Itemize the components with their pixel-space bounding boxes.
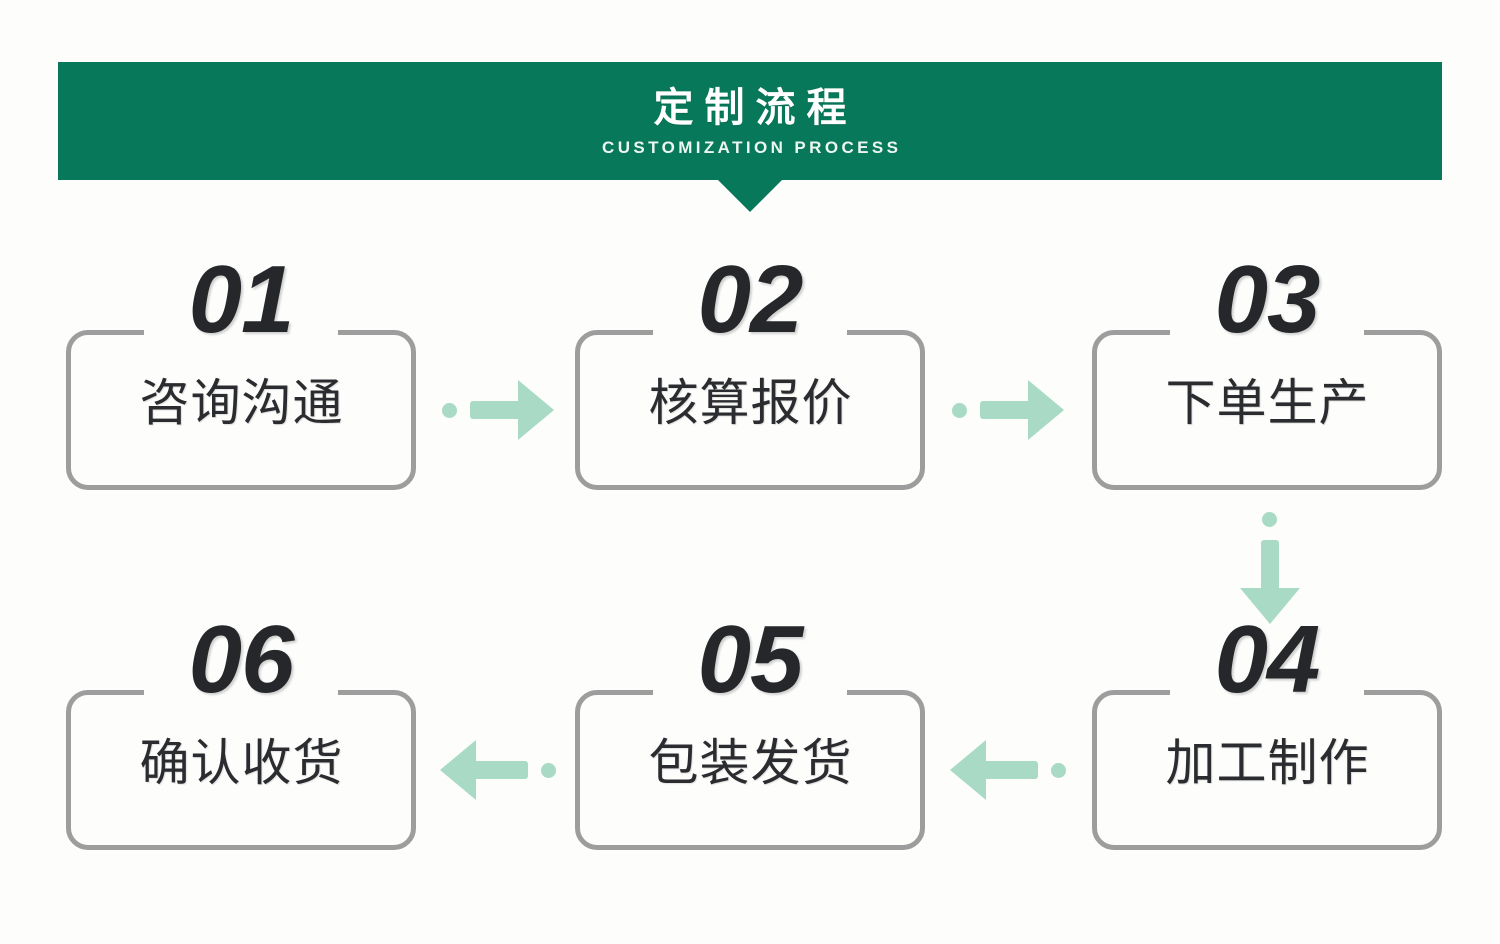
connector-arrowhead-right-icon bbox=[518, 380, 554, 440]
banner-pointer-triangle-icon bbox=[718, 180, 782, 212]
connector-shaft bbox=[980, 401, 1034, 419]
connector-dot-icon bbox=[541, 763, 556, 778]
step-05-border-gap bbox=[653, 682, 847, 700]
connector-arrowhead-left-icon bbox=[950, 740, 986, 800]
step-05-label: 包装发货 bbox=[648, 735, 853, 791]
header-banner: 定制流程 CUSTOMIZATION PROCESS bbox=[58, 62, 1442, 180]
step-02-label: 核算报价 bbox=[648, 375, 853, 431]
connector-arrowhead-left-icon bbox=[440, 740, 476, 800]
process-step-04[interactable]: 04 加工制作 bbox=[1092, 612, 1442, 850]
step-01-number: 01 bbox=[188, 246, 295, 353]
step-03-border-gap bbox=[1170, 322, 1364, 340]
step-02-number: 02 bbox=[697, 246, 804, 353]
step-04-border-gap bbox=[1170, 682, 1364, 700]
connector-dot-icon bbox=[442, 403, 457, 418]
banner-title-chinese: 定制流程 bbox=[653, 85, 858, 130]
step-06-label: 确认收货 bbox=[139, 735, 344, 791]
step-01-border-gap bbox=[144, 322, 338, 340]
connector-arrow-left-icon-04-to-05 bbox=[950, 740, 1070, 800]
step-06-border-gap bbox=[144, 682, 338, 700]
step-04-label: 加工制作 bbox=[1165, 735, 1370, 791]
banner-subtitle-english: CUSTOMIZATION PROCESS bbox=[602, 137, 902, 157]
header-banner-content: 定制流程 CUSTOMIZATION PROCESS bbox=[58, 62, 1442, 180]
process-step-06[interactable]: 06 确认收货 bbox=[66, 612, 416, 850]
process-step-01[interactable]: 01 咨询沟通 bbox=[66, 252, 416, 490]
step-03-label: 下单生产 bbox=[1165, 375, 1370, 431]
step-03-number: 03 bbox=[1214, 246, 1321, 353]
connector-dot-icon bbox=[1051, 763, 1066, 778]
connector-shaft bbox=[1261, 540, 1279, 594]
step-06-number: 06 bbox=[188, 606, 295, 713]
connector-dot-icon bbox=[1262, 512, 1277, 527]
connector-arrowhead-down-icon bbox=[1240, 588, 1300, 624]
process-step-03[interactable]: 03 下单生产 bbox=[1092, 252, 1442, 490]
connector-arrow-left-icon-05-to-06 bbox=[440, 740, 560, 800]
connector-dot-icon bbox=[952, 403, 967, 418]
connector-arrow-right-icon-02-to-03 bbox=[950, 380, 1070, 440]
connector-arrow-down-icon-03-to-04 bbox=[1240, 510, 1300, 630]
step-04-number: 04 bbox=[1214, 606, 1321, 713]
step-02-border-gap bbox=[653, 322, 847, 340]
process-step-05[interactable]: 05 包装发货 bbox=[575, 612, 925, 850]
process-step-02[interactable]: 02 核算报价 bbox=[575, 252, 925, 490]
step-05-number: 05 bbox=[697, 606, 804, 713]
connector-shaft bbox=[474, 761, 528, 779]
connector-arrow-right-icon-01-to-02 bbox=[440, 380, 560, 440]
connector-shaft bbox=[984, 761, 1038, 779]
connector-shaft bbox=[470, 401, 524, 419]
connector-arrowhead-right-icon bbox=[1028, 380, 1064, 440]
step-01-label: 咨询沟通 bbox=[139, 375, 344, 431]
